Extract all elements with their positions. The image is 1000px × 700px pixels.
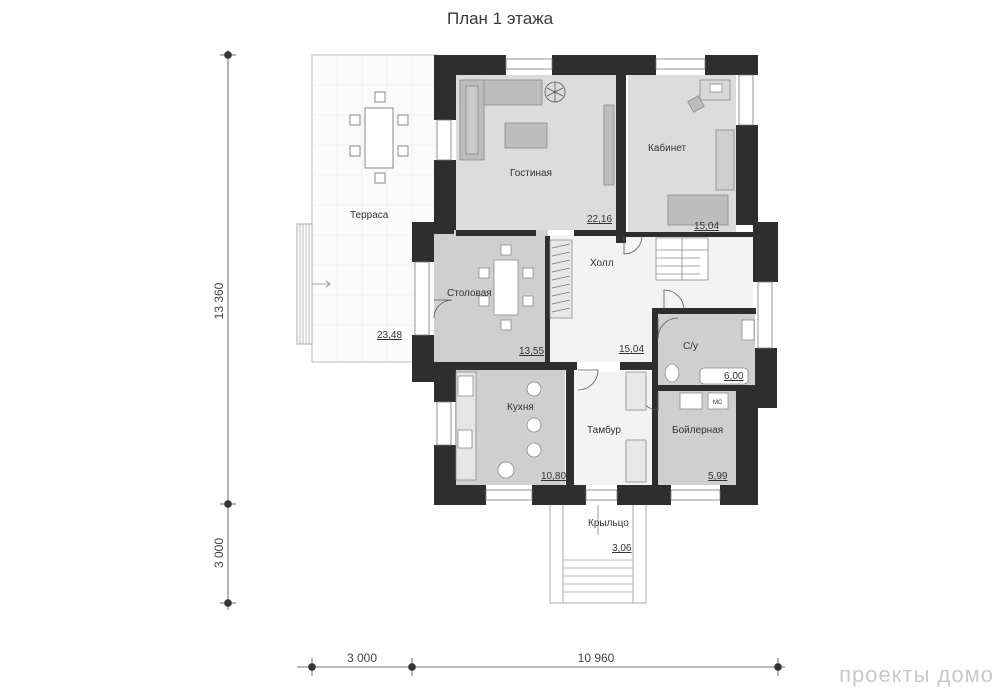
- boiler-unit: [707, 392, 729, 410]
- walls: [412, 55, 778, 505]
- living-sofa: [459, 79, 543, 161]
- terrace-table: [349, 91, 409, 184]
- dimension-labels: 13 360 3 000 3 000 10 960: [212, 282, 615, 665]
- room-boiler-label: Бойлерная: [672, 425, 723, 436]
- dining-table: [493, 259, 519, 316]
- room-dining-label: Столовая: [447, 288, 492, 299]
- room-office-label: Кабинет: [648, 142, 686, 154]
- room-kitchen-area: 10,80: [541, 471, 566, 482]
- windows: [414, 58, 773, 501]
- room-hall-area: 15,04: [619, 344, 644, 355]
- room-hall-label: Холл: [590, 258, 614, 269]
- office-chair: [687, 95, 705, 113]
- doors: [433, 235, 685, 411]
- wardrobe: [715, 129, 735, 191]
- kitchen-stove: [457, 375, 474, 397]
- room-office-area: 15,04: [694, 221, 719, 232]
- plant-icon: [544, 81, 566, 103]
- terrace-area: [296, 54, 438, 363]
- staircase: [655, 237, 709, 281]
- room-kitchen-label: Кухня: [507, 402, 534, 413]
- watermark: проекты домо: [839, 662, 994, 687]
- plan-title: План 1 этажа: [446, 9, 554, 28]
- room-terrace-label: Терраса: [350, 210, 389, 221]
- bathtub: [699, 367, 749, 385]
- office-sofa: [667, 194, 729, 226]
- room-porch-area: 3,06: [612, 543, 632, 554]
- toilet: [664, 363, 680, 383]
- dim-horizontal-terrace: 3 000: [347, 651, 377, 665]
- room-terrace-area: 23,48: [377, 330, 402, 341]
- kitchen-counter: [455, 371, 477, 481]
- hall-wardrobe: [549, 239, 573, 319]
- porch-area: [549, 499, 647, 604]
- room-labels: Гостиная 22,16 Кабинет 15,04 Терраса 23,…: [350, 142, 744, 554]
- tv-cabinet: [603, 104, 615, 186]
- room-living-area: 22,16: [587, 214, 612, 225]
- room-dining-area: 13,55: [519, 346, 544, 357]
- kitchen-stools: [497, 381, 542, 479]
- vestibule-wardrobe: [625, 371, 647, 411]
- kitchen-sink: [457, 429, 473, 449]
- vestibule-shoe-rack: [625, 439, 647, 483]
- coffee-table: [504, 122, 548, 149]
- room-boiler-area: 5,99: [708, 471, 728, 482]
- boiler-sink: [679, 392, 703, 410]
- room-living-label: Гостиная: [510, 168, 552, 179]
- furniture: [455, 79, 755, 483]
- office-monitor: [709, 83, 723, 93]
- dim-vertical-porch: 3 000: [212, 538, 226, 568]
- dim-horizontal-total: 10 960: [578, 651, 615, 665]
- dining-chairs: [478, 244, 534, 331]
- room-bath-area: 6,00: [724, 371, 744, 382]
- boiler-mark: МС: [713, 400, 723, 406]
- dimension-lines: [220, 50, 785, 676]
- room-vestibule-label: Тамбур: [587, 424, 621, 436]
- bath-sink: [741, 319, 755, 341]
- room-bath-label: С/у: [683, 341, 698, 352]
- room-porch-label: Крыльцо: [588, 518, 629, 529]
- dim-vertical-total: 13 360: [212, 282, 226, 319]
